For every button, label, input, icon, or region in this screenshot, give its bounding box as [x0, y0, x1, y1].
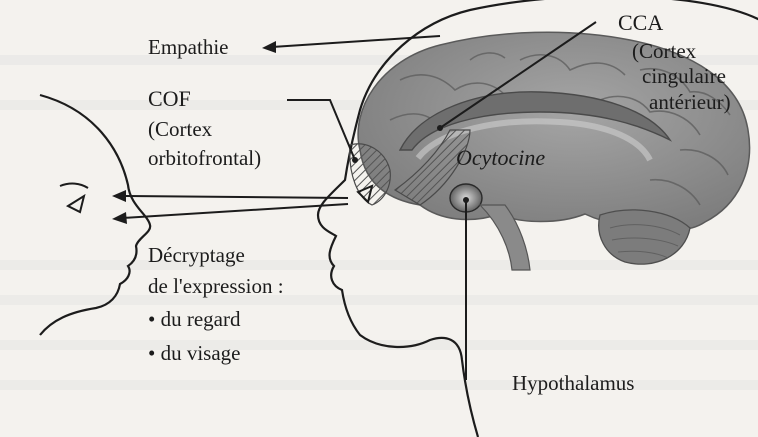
- label-decryptage-2: de l'expression :: [148, 274, 284, 299]
- label-cof: COF: [148, 86, 191, 112]
- label-cca-full-2: cingulaire: [642, 64, 726, 89]
- label-cca-full-3: antérieur): [649, 90, 731, 115]
- label-item-regard: • du regard: [148, 307, 240, 332]
- label-hypothalamus: Hypothalamus: [512, 371, 634, 396]
- label-cca: CCA: [618, 10, 663, 36]
- label-empathie: Empathie: [148, 35, 228, 60]
- label-item-visage: • du visage: [148, 341, 241, 366]
- label-decryptage-1: Décryptage: [148, 243, 245, 268]
- label-ocytocine: Ocytocine: [456, 145, 545, 171]
- label-cof-full-1: (Cortex: [148, 117, 212, 142]
- label-cof-full-2: orbitofrontal): [148, 146, 261, 171]
- label-cca-full-1: (Cortex: [632, 39, 696, 64]
